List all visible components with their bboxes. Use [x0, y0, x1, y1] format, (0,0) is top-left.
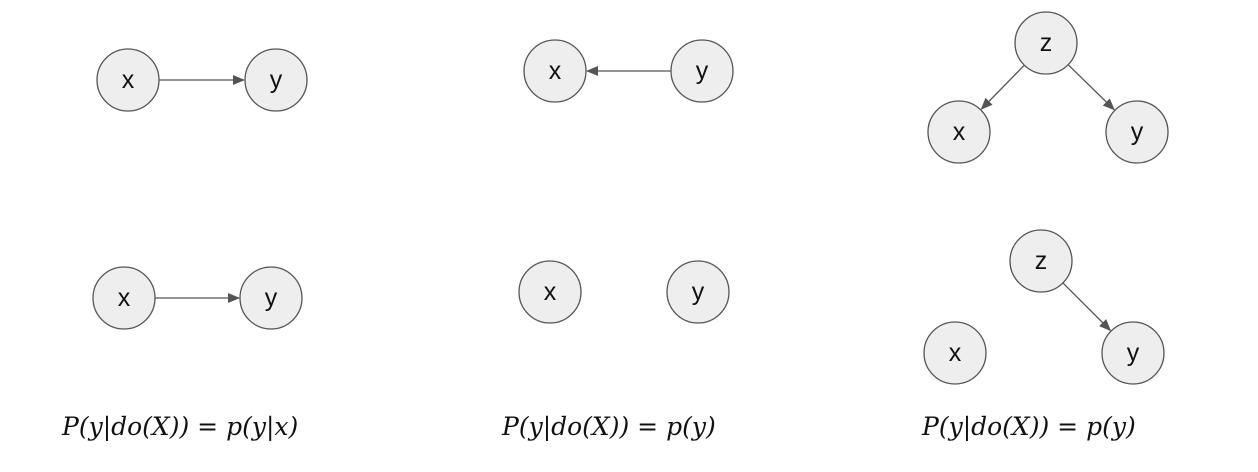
node-panel2-bottom-x: x — [518, 260, 582, 324]
edge-panel3-top-z-to-y — [1067, 64, 1115, 111]
node-label: y — [1131, 118, 1144, 146]
node-panel3-bottom-z: z — [1009, 229, 1073, 293]
node-circle — [239, 266, 303, 330]
node-label: x — [549, 57, 562, 85]
node-circle — [1009, 229, 1073, 293]
node-label: x — [949, 339, 962, 367]
formula-panel-2: P(y|do(X)) = p(y) — [502, 412, 716, 441]
node-panel1-top-x: x — [96, 48, 160, 112]
node-label: z — [1035, 247, 1048, 275]
node-panel3-top-z: z — [1014, 11, 1078, 75]
node-circle — [1105, 100, 1169, 164]
node-label: x — [122, 66, 135, 94]
node-panel2-bottom-y: y — [666, 260, 730, 324]
node-circle — [670, 39, 734, 103]
edge-panel3-bottom-z-to-y — [1062, 282, 1112, 332]
formula-panel-3: P(y|do(X)) = p(y) — [922, 412, 1136, 441]
node-label: y — [270, 66, 283, 94]
node-label: x — [544, 278, 557, 306]
nodes-layer: x y x y x y x y z x y z x y — [92, 11, 1169, 385]
node-circle — [244, 48, 308, 112]
edge-panel3-top-z-to-x — [980, 64, 1025, 110]
node-label: y — [692, 278, 705, 306]
formula-panel-1: P(y|do(X)) = p(y|x) — [62, 412, 299, 441]
node-label: y — [696, 57, 709, 85]
node-panel2-top-y: y — [670, 39, 734, 103]
node-circle — [92, 266, 156, 330]
node-label: x — [118, 284, 131, 312]
node-label: z — [1040, 29, 1053, 57]
node-label: y — [265, 284, 278, 312]
node-label: x — [953, 118, 966, 146]
node-panel2-top-x: x — [523, 39, 587, 103]
node-panel1-bottom-x: x — [92, 266, 156, 330]
node-circle — [523, 39, 587, 103]
node-label: y — [1127, 339, 1140, 367]
node-panel3-bottom-x: x — [923, 321, 987, 385]
node-circle — [518, 260, 582, 324]
node-circle — [96, 48, 160, 112]
node-circle — [1014, 11, 1078, 75]
node-circle — [927, 100, 991, 164]
node-circle — [1101, 321, 1165, 385]
node-circle — [923, 321, 987, 385]
node-circle — [666, 260, 730, 324]
node-panel3-bottom-y: y — [1101, 321, 1165, 385]
node-panel3-top-x: x — [927, 100, 991, 164]
node-panel1-bottom-y: y — [239, 266, 303, 330]
node-panel1-top-y: y — [244, 48, 308, 112]
edges-layer — [155, 64, 1115, 332]
node-panel3-top-y: y — [1105, 100, 1169, 164]
